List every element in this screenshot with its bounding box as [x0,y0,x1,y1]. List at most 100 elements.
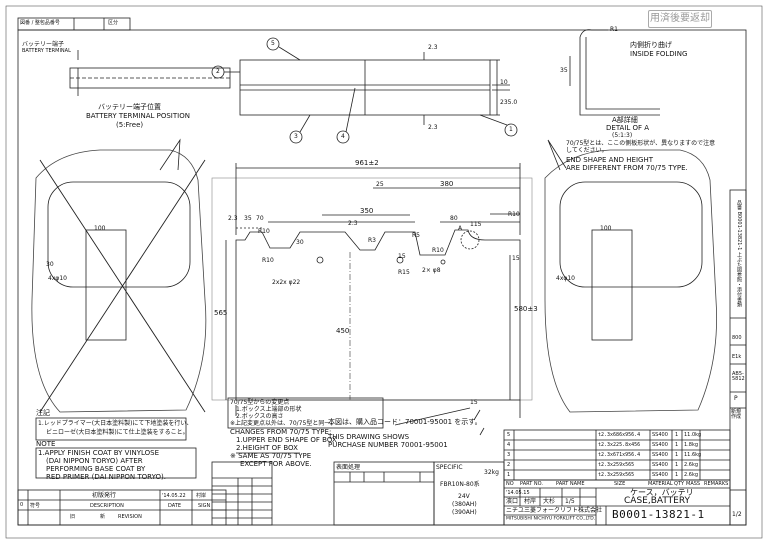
dim-10: 10 [500,79,508,86]
part-material: SS400 [652,432,668,438]
part-qty: 1 [675,462,679,468]
part-qty: 1 [675,452,679,458]
specific-label: SPECIFIC [436,464,463,471]
dim-15-main: 15 [398,253,406,260]
dim-380: 380 [440,180,454,188]
note-jp-2: ビニローゼ(大日本塗料製)にて仕上塗装をすること。 [46,429,189,436]
fb-label: FBR10N-80系 [440,481,480,488]
dim-80: 80 [450,215,458,222]
note-jp-title: 注記 [36,409,50,417]
balloon-5: 5 [271,40,275,47]
part-mass: 11.6kg [684,452,702,458]
dim-4phi10-left: 4xφ10 [48,275,67,282]
part-no: 4 [507,442,511,448]
part-qty: 1 [675,432,679,438]
part-material: SS400 [652,462,668,468]
note-en-3: PERFORMING BASE COAT BY [46,465,146,473]
dim-70: 70 [256,215,264,222]
side-tab-f3: AB5-5812 [732,371,745,382]
balloon-2: 2 [216,68,220,75]
note-en-2: (DAI NIPPON TORYO) AFTER [46,457,143,465]
ph-material: MATERIAL [648,481,673,487]
dim-30-main: 30 [296,239,304,246]
dim-r10-b: R10 [262,257,274,264]
part-qty: 1 [675,442,679,448]
dim-r1: R1 [610,26,618,33]
capacity-1: (380AH) [452,501,477,508]
part-qty: 1 [675,472,679,478]
tb-drawn: 濱口 [506,498,519,505]
purchase-en-1: THIS DRAWING SHOWS [328,433,410,441]
rev-header-desc: DESCRIPTION [90,503,124,509]
balloon-4: 4 [341,133,345,140]
side-tab-text: 品番 B0001-13821-1 上ぶた図参照・添付書類 [736,200,742,308]
dim-30-left: 30 [46,261,54,268]
changes-jp-3: ※上記変更点以外は、70/75型と同一。 [230,420,337,427]
detail-a-mark: A [458,225,463,232]
dim-25: 25 [376,181,384,188]
dim-2-3-bottom: 2.3 [428,124,438,131]
note-jp-1: 1.レッドプライマー(大日本塗料製)にて下地塗装を行い、 [38,420,193,427]
end-shape-en: END SHAPE AND HEIGHT [566,156,653,164]
ph-qty: QTY [674,481,685,487]
sheet-number: 1/2 [732,511,742,518]
end-shape-en2: ARE DIFFERENT FROM 70/75 TYPE. [566,164,688,172]
dim-35-detail: 35 [560,67,568,74]
part-no: 3 [507,452,511,458]
part-no-label: 図番 / 整包品番号 [20,20,60,26]
balloon-1: 1 [509,126,513,133]
detail-a-en: DETAIL OF A [606,124,650,132]
dim-450: 450 [336,327,350,335]
terminal-position-free: (5:Free) [116,121,144,129]
rev-row-date: '14.05.22 [162,493,186,499]
tb-date: '14.05.15 [506,490,530,496]
part-mass: 1.8kg [684,442,699,448]
dim-350: 350 [360,207,374,215]
changes-en-4: EXCEPT FOR ABOVE. [240,460,312,468]
dim-r10-c: R10 [432,247,444,254]
title-jp: ケース，バッテリ [630,488,694,497]
company-en: MITSUBISHI NICHIYU FORKLIFT CO.,LTD. [506,516,596,522]
terminal-position-en: BATTERY TERMINAL POSITION [86,112,190,120]
battery-terminal-jp: バッテリー端子 [22,41,65,48]
dim-r10-d: R10 [508,211,520,218]
dim-100-left: 100 [94,225,106,232]
dim-2x2-phi22: 2x2x φ22 [272,279,301,286]
company: ニチユ三菱フォークリフト株式会社 [506,507,603,514]
dim-2-3-mid: 2.3 [348,220,358,227]
side-tab-f5: 新規作成 [731,409,742,420]
battery-terminal-en: BATTERY TERMINAL [22,48,71,54]
part-no: 2 [507,462,511,468]
dim-2x-phi8: 2× φ8 [422,267,441,274]
side-tab-f1: 800 [732,335,742,341]
rev-label: REVISION [118,514,142,520]
tb-approved: 大杉 [543,498,556,505]
dim-115: 115 [470,221,482,228]
changes-en-3: ※ SAME AS 70/75 TYPE [230,452,312,460]
dim-35: 35 [244,215,252,222]
capacity-2: (390AH) [452,509,477,516]
rev-old: 旧 [70,514,76,520]
rev-new: 新 [100,514,106,520]
part-size: t2.3x671x956.4 [598,452,641,458]
part-size: t2.3x225.8x456 [598,442,641,448]
part-material: SS400 [652,452,668,458]
ph-mass: MASS [686,481,701,487]
note-en-1: 1.APPLY FINISH COAT BY VINYLOSE [38,449,160,457]
note-en-title: NOTE [36,440,56,448]
return-stamp: 用済後要返却 [648,10,712,28]
dim-r10-a: R10 [258,228,270,235]
purchase-en-2: PURCHASE NUMBER 70001-95001 [328,441,448,449]
dim-4phi10-right: 4xφ10 [556,275,575,282]
detail-a-scale: (5:1:3) [612,132,633,139]
weight: 32kg [484,469,499,476]
part-mass: 2.6kg [684,472,699,478]
dim-235: 235.0 [500,99,518,106]
rev-row-desc: 初版発行 [92,492,117,499]
dim-565: 565 [214,309,228,317]
voltage: 24V [458,493,470,500]
detail-a-jp: A部詳細 [612,116,638,124]
part-size: t2.3x259x565 [598,472,635,478]
changes-en-2: 2.HEIGHT OF BOX [236,444,298,452]
part-no: 1 [507,472,511,478]
